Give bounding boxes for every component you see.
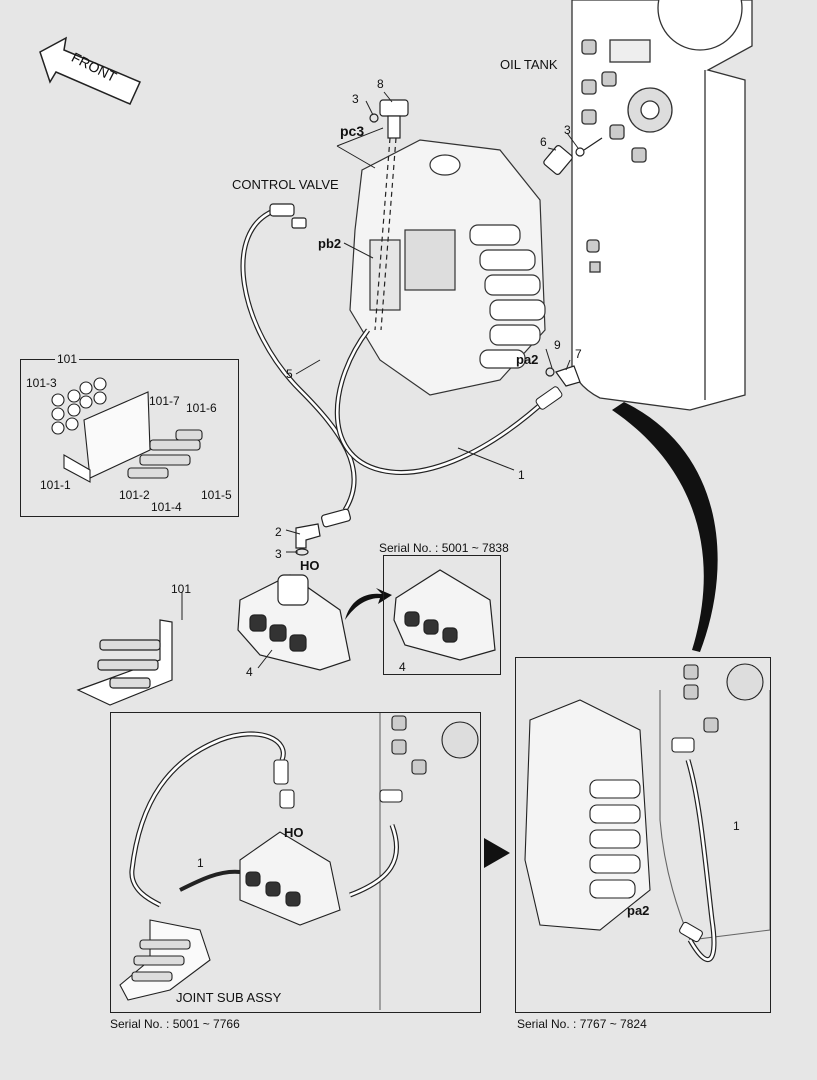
- callout-3-top: 3: [352, 92, 359, 106]
- callout-101: 101: [171, 582, 192, 596]
- inset-101-1: 101-1: [40, 478, 71, 492]
- inset-101-frame: [20, 359, 239, 517]
- serial-inset-label: Serial No. : 5001 ~ 7838: [379, 541, 509, 555]
- serial-inset-block: [393, 569, 496, 661]
- callout-3-lower: 3: [275, 547, 282, 561]
- control-valve: [349, 139, 546, 396]
- detail-left-port: HO: [284, 825, 304, 840]
- detail-right-port: pa2: [627, 903, 650, 918]
- inset-101-drawing: [51, 377, 203, 483]
- detail-left-hose: 1: [197, 856, 204, 870]
- elbow-2: [295, 523, 321, 556]
- front-arrow-icon: [39, 36, 142, 105]
- hose-5: [240, 207, 357, 512]
- oil-tank-label: OIL TANK: [500, 57, 558, 72]
- callout-8: 8: [377, 77, 384, 91]
- bottom-right-serial: Serial No. : 7767 ~ 7824: [517, 1017, 647, 1031]
- inset-101-4: 101-4: [151, 500, 182, 514]
- curved-arrow-icon: [612, 402, 718, 652]
- leader-lines: [181, 91, 579, 669]
- fitting-6: [543, 137, 603, 175]
- detail-right-drawing: [524, 663, 771, 963]
- inset-101-5: 101-5: [201, 488, 232, 502]
- port-pb2-label: pb2: [318, 236, 342, 251]
- callout-5: 5: [286, 367, 293, 381]
- detail-right-hose: 1: [733, 819, 740, 833]
- inset-101-3: 101-3: [26, 376, 57, 390]
- detail-left-frame: [110, 712, 481, 1013]
- port-pc3-label: pc3: [340, 123, 365, 139]
- joint-block-4: [237, 574, 351, 671]
- serial-inset-frame: [383, 555, 501, 675]
- callout-9: 9: [554, 338, 561, 352]
- inset-101-2: 101-2: [119, 488, 150, 502]
- callout-2: 2: [275, 525, 282, 539]
- callout-3-right: 3: [564, 123, 571, 137]
- port-pa2-label: pa2: [516, 352, 539, 367]
- detail-right-frame: [515, 657, 771, 1013]
- inset-101-title: 101: [55, 352, 80, 366]
- inset-101-7: 101-7: [149, 394, 180, 408]
- bracket-101: [76, 619, 173, 706]
- callout-4: 4: [246, 665, 253, 679]
- next-arrow-icon: [484, 838, 510, 868]
- inset-arrow-icon: [345, 588, 392, 620]
- detail-left-drawing: [119, 712, 479, 1010]
- fitting-7: [545, 365, 581, 387]
- callout-7: 7: [575, 347, 582, 361]
- serial-inset-part: 4: [399, 660, 406, 674]
- callout-1: 1: [518, 468, 525, 482]
- port-ho-label: HO: [300, 558, 320, 573]
- callout-6: 6: [540, 135, 547, 149]
- fitting-8: [369, 99, 409, 139]
- hose-5-fittings: [269, 203, 352, 528]
- control-valve-label: CONTROL VALVE: [232, 177, 339, 192]
- inset-101-6: 101-6: [186, 401, 217, 415]
- joint-sub-assy-label: JOINT SUB ASSY: [176, 990, 282, 1005]
- bottom-left-serial: Serial No. : 5001 ~ 7766: [110, 1017, 240, 1031]
- hose-1-fitting: [535, 386, 563, 410]
- oil-tank: [571, 0, 753, 411]
